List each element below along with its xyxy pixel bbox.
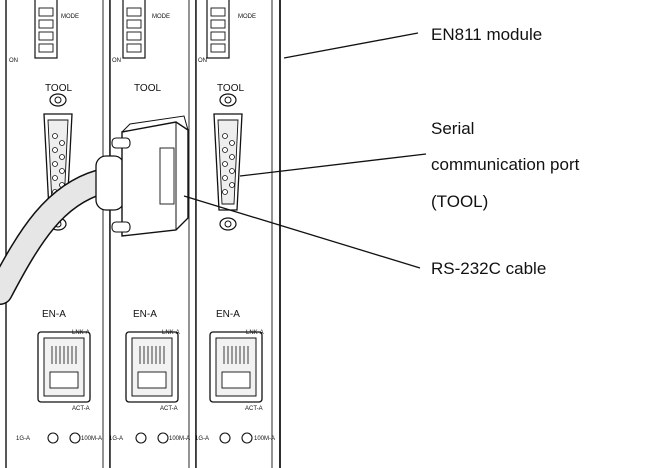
- ena-label: EN-A: [216, 309, 240, 320]
- module-1-labels: MODE ON TOOL EN-A LNK-A ACT-A 1G-A 100M-…: [9, 14, 102, 442]
- rs232c-cable-label: RS-232C cable: [431, 259, 546, 278]
- serial-port-label-line1: Serial: [431, 119, 474, 138]
- led-1g-label: 1G-A: [195, 436, 209, 442]
- ena-label: EN-A: [42, 309, 66, 320]
- leader-lines: [183, 32, 427, 269]
- lnk-label: LNK-A: [162, 330, 180, 336]
- act-label: ACT-A: [245, 406, 263, 412]
- act-label: ACT-A: [72, 406, 90, 412]
- on-label: ON: [9, 58, 18, 64]
- lnk-label: LNK-A: [246, 330, 264, 336]
- tool-label: TOOL: [45, 83, 72, 94]
- act-label: ACT-A: [160, 406, 178, 412]
- ena-label: EN-A: [133, 309, 157, 320]
- module-2-labels: MODE ON TOOL EN-A LNK-A ACT-A 1G-A 100M-…: [109, 14, 190, 442]
- led-100m-label: 100M-A: [254, 436, 275, 442]
- module-3: [195, 0, 281, 468]
- led-100m-label: 100M-A: [169, 436, 190, 442]
- lnk-label: LNK-A: [72, 330, 90, 336]
- led-1g-label: 1G-A: [109, 436, 123, 442]
- en811-module-label: EN811 module: [431, 25, 542, 44]
- mode-label: MODE: [238, 14, 256, 20]
- led-1g-label: 1G-A: [16, 436, 30, 442]
- serial-port-label-line2: communication port: [431, 155, 580, 174]
- mode-label: MODE: [152, 14, 170, 20]
- tool-label: TOOL: [217, 83, 244, 94]
- rs232c-cable: [0, 115, 189, 305]
- mode-label: MODE: [61, 14, 79, 20]
- on-label: ON: [198, 58, 207, 64]
- tool-label: TOOL: [134, 83, 161, 94]
- on-label: ON: [112, 58, 121, 64]
- module-3-labels: MODE ON TOOL EN-A LNK-A ACT-A 1G-A 100M-…: [195, 14, 275, 442]
- led-100m-label: 100M-A: [81, 436, 102, 442]
- serial-port-label-line3: (TOOL): [431, 192, 488, 211]
